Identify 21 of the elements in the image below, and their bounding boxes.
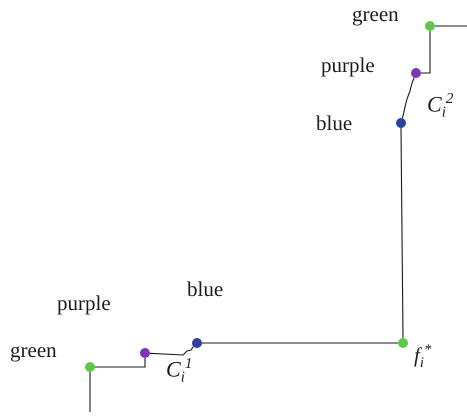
point-dot <box>396 118 406 128</box>
connector-line <box>402 77 415 118</box>
point-label: purple <box>321 54 375 78</box>
point-label: blue <box>187 278 224 302</box>
connector-line <box>435 25 467 27</box>
point-label: blue <box>316 112 352 136</box>
point-dot <box>192 338 202 348</box>
point-label: green <box>10 339 57 362</box>
point-dot <box>85 362 95 372</box>
connector-line <box>150 346 194 356</box>
connector-line <box>202 342 398 344</box>
point-dot <box>425 21 435 31</box>
point-dot <box>398 338 408 348</box>
point-dot <box>140 348 150 358</box>
connector-line <box>95 358 146 368</box>
point-label: green <box>352 3 399 26</box>
point-label: purple <box>57 292 111 316</box>
connector-line <box>400 128 404 338</box>
point-dot <box>411 68 421 78</box>
connector-line <box>421 31 431 74</box>
connector-line <box>89 372 91 412</box>
